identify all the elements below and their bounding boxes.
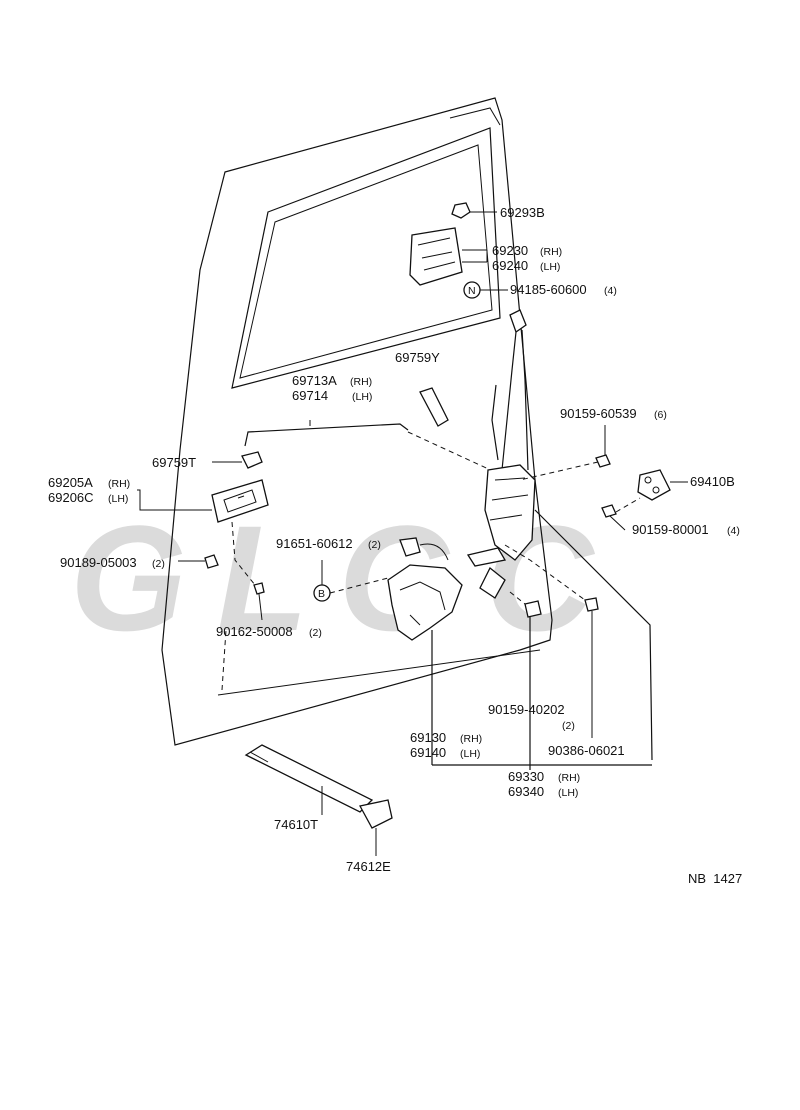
label-69240: 69240 [492, 258, 528, 273]
label-74610t: 74610T [274, 817, 318, 832]
label-90159-80001: 90159-80001 [632, 522, 709, 537]
clip-69293b [451, 202, 497, 219]
marker-n: N [463, 281, 508, 299]
marker-b-text: B [318, 588, 325, 600]
label-74612e: 74612E [346, 859, 391, 874]
label-69330-qual: (RH) [558, 772, 580, 784]
label-69205a: 69205A [48, 475, 93, 490]
part-labels: 69293B 69230 (RH) 69240 (LH) 94185-60600… [48, 205, 742, 886]
label-90159-60539: 90159-60539 [560, 406, 637, 421]
footer-code: NB 1427 [688, 871, 742, 886]
label-69759t: 69759T [152, 455, 196, 470]
screw-90159-40202 [509, 591, 542, 618]
outside-handle [409, 227, 488, 286]
pad-69759y [419, 387, 449, 427]
lock-rods [419, 309, 529, 471]
inside-handle [211, 479, 269, 586]
label-90159-40202: 90159-40202 [488, 702, 565, 717]
label-69714-qual: (LH) [352, 391, 372, 403]
label-69410b: 69410B [690, 474, 735, 489]
screw-90159-80001 [601, 497, 641, 531]
label-69713a-qual: (RH) [350, 376, 372, 388]
label-90386: 90386-06021 [548, 743, 625, 758]
screw-90386 [584, 597, 599, 738]
label-69140-qual: (LH) [460, 748, 480, 760]
leader-inside-handle [137, 489, 212, 511]
label-69230: 69230 [492, 243, 528, 258]
label-69206c: 69206C [48, 490, 94, 505]
screw-90189 [178, 554, 219, 569]
label-69205a-qual: (RH) [108, 478, 130, 490]
striker-69410b [637, 469, 688, 501]
label-90189-qty: (2) [152, 558, 165, 570]
door-panel [161, 97, 553, 746]
label-91651-qty: (2) [368, 539, 381, 551]
lock-actuator [387, 537, 463, 765]
label-94185-qty: (4) [604, 285, 617, 297]
rod-69713a [244, 420, 496, 473]
screw-90162 [253, 582, 265, 621]
label-69713a: 69713A [292, 373, 337, 388]
label-69714: 69714 [292, 388, 328, 403]
label-90162-qty: (2) [309, 627, 322, 639]
clip-69759t [212, 451, 263, 469]
label-90159-80001-qty: (4) [727, 525, 740, 537]
label-69140: 69140 [410, 745, 446, 760]
marker-b: B [313, 560, 389, 602]
label-90159-40202-qty: (2) [562, 720, 575, 732]
label-69340: 69340 [508, 784, 544, 799]
label-90159-60539-qty: (6) [654, 409, 667, 421]
label-69130: 69130 [410, 730, 446, 745]
label-90162: 90162-50008 [216, 624, 293, 639]
lock-cylinder [244, 744, 393, 856]
label-69206c-qual: (LH) [108, 493, 128, 505]
label-69330: 69330 [508, 769, 544, 784]
label-69293b: 69293B [500, 205, 545, 220]
label-94185: 94185-60600 [510, 282, 587, 297]
label-69759y: 69759Y [395, 350, 440, 365]
marker-n-text: N [468, 285, 476, 297]
door-latch [432, 464, 653, 770]
label-69340-qual: (LH) [558, 787, 578, 799]
label-69240-qual: (LH) [540, 261, 560, 273]
label-91651: 91651-60612 [276, 536, 353, 551]
label-69230-qual: (RH) [540, 246, 562, 258]
label-90189: 90189-05003 [60, 555, 137, 570]
label-69130-qual: (RH) [460, 733, 482, 745]
screw-90159-60539 [519, 425, 611, 481]
